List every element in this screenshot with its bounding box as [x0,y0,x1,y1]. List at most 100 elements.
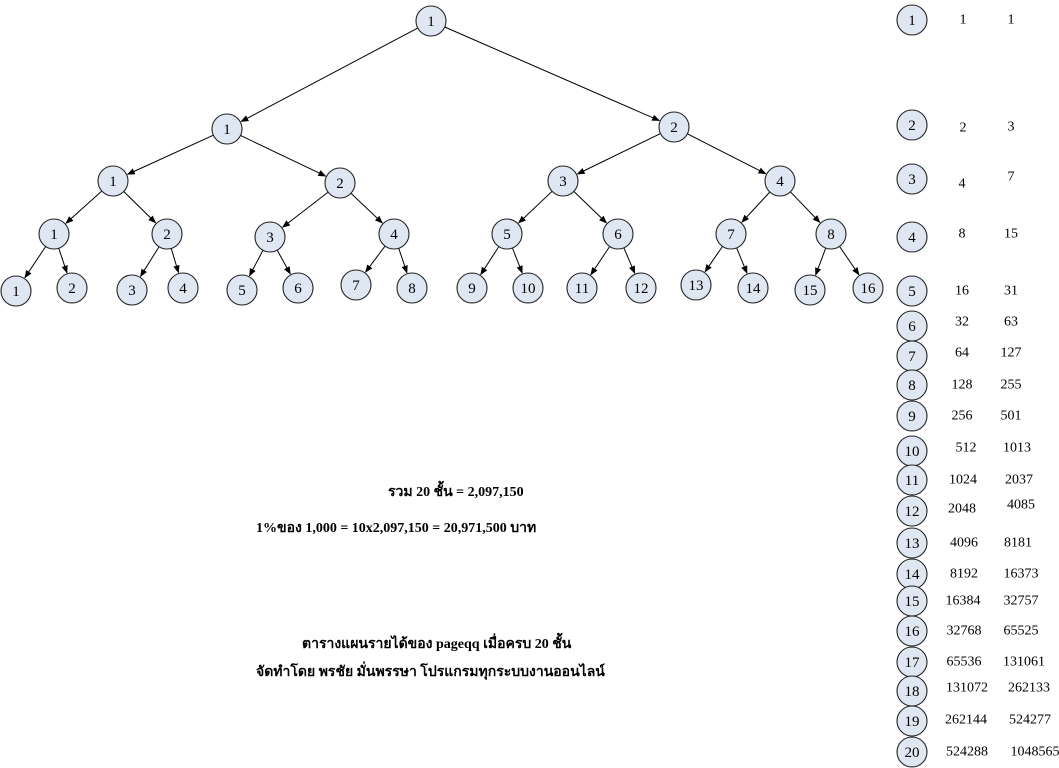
author-caption: จัดทำโดย พรชัย มั่นพรรษา โปรแกรมทุกระบบง… [256,665,605,680]
tree-edge [350,192,383,224]
tree-node-label: 15 [803,283,818,299]
tree-node: 15 [794,274,826,306]
tree-edge [276,249,291,275]
tree-edge [687,133,767,175]
tree-node-label: 7 [352,278,360,294]
level-cumulative: 1013 [1003,441,1031,456]
level-badge [896,109,928,141]
tree-node-circle [658,111,690,143]
tree-node-label: 1 [50,227,58,243]
tree-edge [511,247,523,274]
tree-node-circle [0,275,32,307]
tree-edge [573,191,608,224]
tree-node-label: 8 [827,227,835,243]
level-number: 1 [908,13,916,29]
tree-node: 1 [97,165,129,197]
tree-node-circle [116,274,148,306]
tree-node: 6 [282,272,314,304]
level-count: 2 [960,121,967,136]
level-badge [896,615,928,647]
tree-edge [444,26,661,122]
table-title-caption: ตารางแผนรายได้ของ pageqq เมื่อครบ 20 ชั้… [302,637,572,652]
tree-node-circle [254,221,286,253]
tree-node-circle [211,113,243,145]
tree-node-label: 6 [614,227,622,243]
tree-node-label: 4 [179,281,187,297]
tree-edge [140,246,160,278]
tree-edge [240,135,327,177]
level-number: 17 [905,655,921,671]
tree-node-label: 12 [634,281,649,297]
tree-node-label: 6 [294,281,302,297]
tree-node-label: 1 [223,122,231,138]
tree-node-circle [456,272,488,304]
level-cumulative: 16373 [1004,567,1039,582]
level-badge [896,163,928,195]
level-count: 1024 [949,473,977,488]
level-cumulative: 32757 [1004,594,1039,609]
level-count: 262144 [945,713,987,728]
level-cumulative: 65525 [1004,624,1039,639]
tree-node-circle [491,218,523,250]
level-row: 4 8 15 [896,221,1018,253]
tree-edge [518,190,553,224]
tree-node: 5 [491,218,523,250]
tree-edge [240,27,418,122]
level-badge [896,275,928,307]
level-number: 3 [908,172,916,188]
tree-node-label: 2 [163,227,171,243]
level-number: 4 [908,230,916,246]
formula-caption: 1%ของ 1,000 = 10x2,097,150 = 20,971,500 … [256,521,537,536]
tree-edge [65,190,103,224]
tree-node: 1 [415,5,447,37]
tree-edge [590,246,611,276]
tree-node: 16 [852,272,884,304]
tree-node-circle [852,272,884,304]
tree-edge [790,191,821,224]
level-cumulative: 15 [1004,227,1018,242]
tree-node-label: 1 [109,174,117,190]
tree-node-label: 2 [68,281,76,297]
tree-node-label: 4 [776,174,784,190]
level-badge [896,464,928,496]
level-cumulative: 501 [1001,409,1022,424]
level-number: 18 [905,684,920,700]
tree-node: 7 [715,218,747,250]
tree-node-circle [625,272,657,304]
tree-node-circle [378,218,410,250]
tree-edge [58,248,68,274]
level-cumulative: 255 [1001,378,1022,393]
level-badge [896,369,928,401]
level-count: 524288 [946,745,988,760]
level-count: 2048 [948,502,976,517]
level-cumulative: 1048565 [1011,745,1059,760]
level-count: 8 [959,227,966,242]
tree-node-circle [324,167,356,199]
level-number: 15 [905,594,920,610]
tree-edges [24,26,860,279]
level-count: 32768 [947,624,982,639]
level-number: 20 [905,745,920,761]
tree-edge [815,247,827,276]
level-number: 6 [908,319,916,335]
tree-node: 14 [737,272,769,304]
level-count: 4 [959,177,966,192]
tree-node: 11 [566,272,598,304]
level-badge [896,400,928,432]
tree-node: 2 [56,272,88,304]
tree-node: 2 [324,167,356,199]
level-badge [896,221,928,253]
tree-node-label: 3 [128,283,136,299]
level-cumulative: 8181 [1004,536,1032,551]
